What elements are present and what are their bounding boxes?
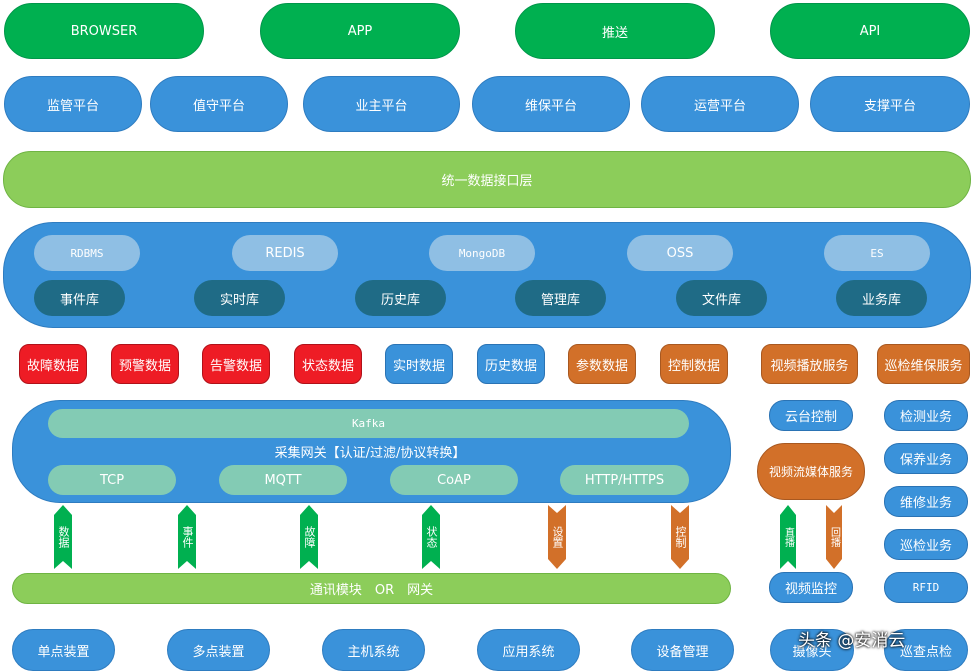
device-patrol-check: 巡查点检 <box>884 629 968 671</box>
service-upkeep: 保养业务 <box>884 443 968 474</box>
platform-duty: 值守平台 <box>150 76 288 132</box>
library-business: 业务库 <box>836 280 927 316</box>
library-management: 管理库 <box>515 280 606 316</box>
unified-data-interface-layer: 统一数据接口层 <box>3 151 971 208</box>
data-parameter: 参数数据 <box>568 344 636 384</box>
library-realtime: 实时库 <box>194 280 285 316</box>
device-camera: 摄像头 <box>770 629 854 671</box>
library-file: 文件库 <box>676 280 767 316</box>
storage-engine-es: ES <box>824 235 930 271</box>
client-api: API <box>770 3 970 59</box>
device-single-point: 单点装置 <box>12 629 115 671</box>
device-application-system: 应用系统 <box>477 629 580 671</box>
arrow-up-icon <box>54 505 72 569</box>
protocol-http-https: HTTP/HTTPS <box>560 465 689 495</box>
library-event: 事件库 <box>34 280 125 316</box>
data-warning: 预警数据 <box>111 344 179 384</box>
client-push: 推送 <box>515 3 715 59</box>
gateway-title: 采集网关【认证/过滤/协议转换】 <box>274 445 466 461</box>
arrow-up-live: 直播 <box>780 505 796 569</box>
service-detection: 检测业务 <box>884 400 968 431</box>
storage-engine-mongodb: MongoDB <box>429 235 535 271</box>
arrow-down-icon <box>826 505 842 569</box>
library-history: 历史库 <box>355 280 446 316</box>
arrow-down-control: 控制 <box>671 505 689 569</box>
arrow-up-icon <box>300 505 318 569</box>
service-repair: 维修业务 <box>884 486 968 517</box>
arrow-label: 故障 <box>303 526 316 548</box>
kafka-bar: Kafka <box>48 409 689 438</box>
arrow-label: 回播 <box>828 527 840 547</box>
arrow-up-icon <box>422 505 440 569</box>
platform-owner: 业主平台 <box>303 76 460 132</box>
data-status: 状态数据 <box>294 344 362 384</box>
arrow-down-icon <box>671 505 689 569</box>
protocol-tcp: TCP <box>48 465 176 495</box>
client-app: APP <box>260 3 460 59</box>
arrow-down-setting: 设置 <box>548 505 566 569</box>
device-multi-point: 多点装置 <box>167 629 270 671</box>
device-host-system: 主机系统 <box>322 629 425 671</box>
arrow-up-event: 事件 <box>178 505 196 569</box>
inspection-maintenance-service: 巡检维保服务 <box>877 344 970 384</box>
arrow-label: 状态 <box>425 526 438 548</box>
data-fault: 故障数据 <box>19 344 87 384</box>
service-inspection: 巡检业务 <box>884 529 968 560</box>
arrow-label: 事件 <box>181 526 194 548</box>
arrow-label: 控制 <box>674 526 687 548</box>
service-rfid: RFID <box>884 572 968 603</box>
arrow-up-data: 数据 <box>54 505 72 569</box>
storage-engine-rdbms: RDBMS <box>34 235 140 271</box>
arrow-down-replay: 回播 <box>826 505 842 569</box>
client-browser: BROWSER <box>4 3 204 59</box>
video-monitoring: 视频监控 <box>769 572 853 603</box>
arrow-label: 设置 <box>551 526 564 548</box>
communication-module: 通讯模块 OR 网关 <box>12 573 731 604</box>
data-alarm: 告警数据 <box>202 344 270 384</box>
arrow-up-icon <box>780 505 796 569</box>
arrow-label: 直播 <box>782 527 794 547</box>
device-equipment-management: 设备管理 <box>631 629 734 671</box>
arrow-up-icon <box>178 505 196 569</box>
platform-operation: 运营平台 <box>641 76 799 132</box>
ptz-control: 云台控制 <box>769 400 853 431</box>
protocol-mqtt: MQTT <box>219 465 347 495</box>
arrow-label: 数据 <box>57 526 70 548</box>
platform-maintenance: 维保平台 <box>472 76 630 132</box>
data-realtime: 实时数据 <box>385 344 453 384</box>
watermark: 头条 @安消云 <box>798 631 906 651</box>
platform-supervision: 监管平台 <box>4 76 142 132</box>
arrow-down-icon <box>548 505 566 569</box>
video-playback-service: 视频播放服务 <box>761 344 858 384</box>
storage-engine-oss: OSS <box>627 235 733 271</box>
storage-engine-redis: REDIS <box>232 235 338 271</box>
arrow-up-status: 状态 <box>422 505 440 569</box>
video-streaming-service: 视频流媒体服务 <box>757 443 865 500</box>
data-control: 控制数据 <box>660 344 728 384</box>
data-history: 历史数据 <box>477 344 545 384</box>
arrow-up-fault: 故障 <box>300 505 318 569</box>
protocol-coap: CoAP <box>390 465 518 495</box>
platform-support: 支撑平台 <box>810 76 970 132</box>
